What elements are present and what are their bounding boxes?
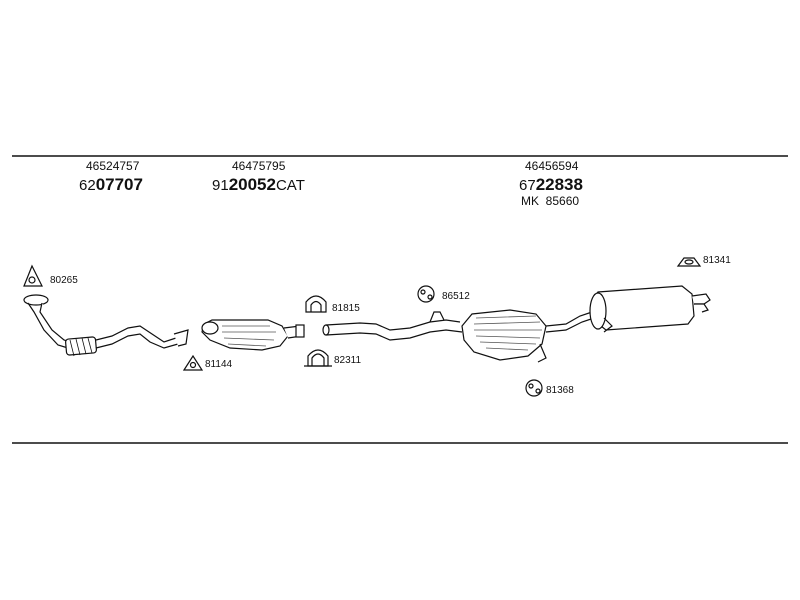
rear-code-prefix: 67 bbox=[519, 177, 536, 194]
front-oem-number: 46524757 bbox=[86, 159, 140, 173]
part-number-81368: 81368 bbox=[546, 385, 574, 396]
gasket-icon[interactable] bbox=[182, 354, 204, 371]
clamp-icon[interactable] bbox=[304, 349, 332, 367]
front-code-bold: 07707 bbox=[95, 175, 143, 194]
rear-code-bold: 22838 bbox=[535, 175, 583, 194]
rear-kit-number: MK 85660 bbox=[521, 194, 580, 208]
part-number-81144: 81144 bbox=[205, 359, 233, 370]
gasket-icon[interactable] bbox=[23, 264, 43, 287]
front-product-code: 6207707 bbox=[79, 176, 143, 193]
rear-oem-number: 46456594 bbox=[525, 159, 579, 173]
middle-silencer[interactable] bbox=[461, 309, 595, 363]
cat-code-prefix: 91 bbox=[212, 177, 229, 194]
intermediate-pipe[interactable] bbox=[322, 311, 463, 341]
mounting-bracket-icon[interactable] bbox=[676, 257, 702, 267]
clamp-icon[interactable] bbox=[305, 295, 327, 313]
cat-code-bold: 20052 bbox=[228, 175, 276, 194]
part-number-80265: 80265 bbox=[50, 275, 78, 286]
cat-product-code: 9120052CAT bbox=[212, 176, 305, 193]
rear-silencer[interactable] bbox=[589, 285, 711, 333]
rubber-hanger-icon[interactable] bbox=[417, 285, 435, 303]
cat-oem-number: 46475795 bbox=[232, 159, 286, 173]
cat-code-suffix: CAT bbox=[275, 177, 305, 194]
part-number-82311: 82311 bbox=[334, 355, 362, 366]
rubber-hanger-icon[interactable] bbox=[525, 379, 543, 397]
rear-product-code: 6722838 bbox=[519, 176, 583, 193]
catalytic-converter[interactable] bbox=[201, 319, 305, 351]
front-pipe[interactable] bbox=[23, 294, 189, 357]
part-number-81815: 81815 bbox=[332, 303, 360, 314]
front-code-prefix: 62 bbox=[79, 177, 96, 194]
part-number-86512: 86512 bbox=[442, 291, 470, 302]
part-number-81341: 81341 bbox=[703, 255, 731, 266]
